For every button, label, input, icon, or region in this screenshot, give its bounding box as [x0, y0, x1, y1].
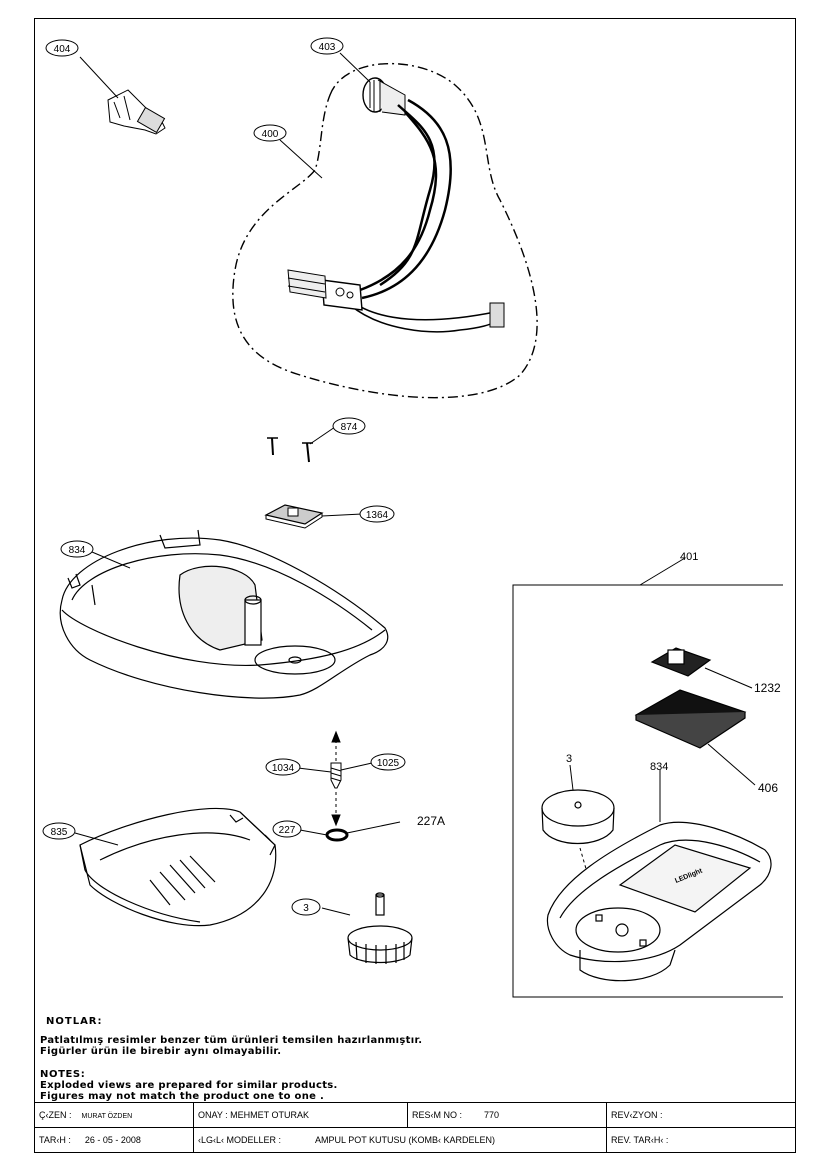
notes-line-tr-1: Patlatılmış resimler benzer tüm ürünleri…: [40, 1035, 423, 1046]
leader-1232: [704, 667, 753, 689]
label-1364: 1364: [366, 510, 389, 521]
part-835-cover: [79, 807, 277, 927]
part-3-knob-right: [541, 789, 615, 845]
ilgili-label: ‹LG‹L‹ MODELLER :: [198, 1135, 282, 1145]
callout-834: [60, 540, 94, 558]
leader-401: [639, 557, 686, 586]
ground-wire: [349, 304, 501, 333]
resim-no-label: RES‹M NO :: [412, 1110, 463, 1120]
assembly-401-frame: [512, 584, 783, 998]
cizen-value: MURAT ÖZDEN: [81, 1113, 133, 1120]
leader-227a: [346, 821, 401, 834]
part-1364-pad: [264, 504, 324, 529]
leader-403: [339, 52, 371, 83]
notes-section: NOTLAR: Patlatılmış resimler benzer tüm …: [40, 1016, 640, 1102]
leader-834: [91, 551, 131, 569]
part-3-knob: [347, 892, 413, 964]
label-874: 874: [341, 422, 358, 433]
callout-1025: [370, 753, 406, 771]
notes-heading-tr: NOTLAR:: [46, 1016, 103, 1027]
leader-835: [74, 832, 119, 846]
rev-tarihi-cell: REV. TAR‹H‹ :: [606, 1127, 796, 1153]
label-3: 3: [303, 903, 309, 914]
part-406-plate: [634, 689, 747, 749]
part-834-housing-right: [546, 821, 772, 982]
leader-3: [321, 907, 351, 916]
label-834b: 834: [650, 761, 668, 773]
resim-no-cell: RES‹M NO : 770: [407, 1102, 607, 1128]
callout-835: [42, 822, 76, 840]
callout-227: [272, 820, 302, 838]
leader-400: [279, 139, 323, 179]
leader-227: [299, 829, 328, 836]
part-1232-pcb: [650, 647, 712, 677]
part-834-housing: [59, 529, 389, 699]
cizen-cell: Ç‹ZEN : MURAT ÖZDEN: [34, 1102, 194, 1128]
revizyon-cell: REV‹ZYON :: [606, 1102, 796, 1128]
harness-connector: [287, 269, 363, 311]
harness-wires: [359, 98, 452, 300]
part-227-washer: [325, 828, 349, 842]
tarih-cell: TAR‹H : 26 - 05 - 2008: [34, 1127, 194, 1153]
label-227: 227: [279, 825, 296, 836]
cizen-label: Ç‹ZEN :: [39, 1110, 72, 1120]
resim-no-value: 770: [484, 1110, 500, 1120]
leader-1364: [321, 513, 363, 517]
drawing-sheet-border: [34, 18, 796, 1153]
label-404: 404: [54, 44, 71, 55]
label-401: 401: [680, 551, 698, 563]
part-403-socket: [362, 77, 406, 116]
leader-3b: [569, 764, 574, 791]
wire-terminal: [489, 302, 505, 328]
leader-404: [79, 56, 119, 99]
label-834: 834: [69, 545, 86, 556]
leader-406: [707, 743, 756, 786]
callout-404: [45, 39, 79, 57]
label-406: 406: [758, 781, 778, 795]
ilgili-modeller-cell: ‹LG‹L‹ MODELLER : AMPUL POT KUTUSU (KOMB‹…: [193, 1127, 607, 1153]
harness-boundary: [232, 62, 538, 399]
callout-400: [253, 124, 287, 142]
callout-1034: [265, 758, 301, 776]
notes-heading-en: NOTES:: [40, 1069, 86, 1080]
tarih-value: 26 - 05 - 2008: [84, 1135, 141, 1145]
label-403: 403: [319, 42, 336, 53]
callout-1364: [359, 505, 395, 523]
label-1232: 1232: [754, 681, 781, 695]
part-874-screws: [267, 437, 313, 463]
ilgili-value: AMPUL POT KUTUSU (KOMB‹ KARDELEN): [315, 1135, 496, 1145]
label-835: 835: [51, 827, 68, 838]
callout-874: [332, 417, 366, 435]
label-1025: 1025: [377, 758, 400, 769]
notes-line-en-1: Exploded views are prepared for similar …: [40, 1080, 338, 1091]
title-block: Ç‹ZEN :MURAT ÖZDEN ONAY : MEHMET OTURAK …: [34, 1102, 796, 1153]
part-1025-screw: [330, 730, 342, 827]
onay-cell: ONAY : MEHMET OTURAK: [193, 1102, 408, 1128]
callout-403: [310, 37, 344, 55]
label-227a: 227A: [417, 814, 445, 828]
notes-line-tr-2: Figürler ürün ile birebir aynı olmayabil…: [40, 1046, 282, 1057]
leader-1025: [340, 762, 373, 771]
tarih-label: TAR‹H :: [39, 1135, 71, 1145]
leader-874: [309, 426, 336, 445]
callout-3: [291, 898, 321, 916]
label-400: 400: [262, 129, 279, 140]
label-1034: 1034: [272, 763, 295, 774]
part-404-lamp-holder: [107, 89, 166, 135]
label-3b: 3: [566, 753, 572, 765]
leader-1034: [297, 767, 332, 773]
notes-line-en-2: Figures may not match the product one to…: [40, 1091, 325, 1102]
